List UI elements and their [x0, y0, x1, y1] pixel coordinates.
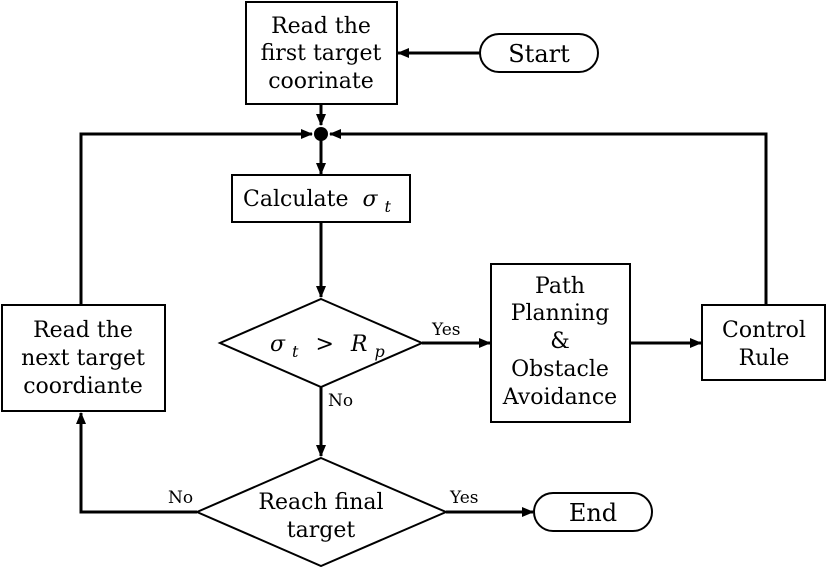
- control-line-2: Rule: [739, 346, 790, 371]
- read-first-line-1: Read the: [271, 14, 371, 39]
- edge-control-to-junction: [329, 129, 768, 304]
- reach-no-label: No: [168, 488, 193, 508]
- read-next-line-3: coordiante: [23, 374, 143, 399]
- end-label: End: [569, 499, 617, 527]
- calculate-text: Calculate: [243, 187, 349, 212]
- calculate-sigma-sub: t: [385, 197, 392, 216]
- sigma-decision-label: σ t > R p: [270, 332, 385, 363]
- sigma-no-label: No: [328, 391, 353, 411]
- reach-yes-label: Yes: [449, 488, 479, 508]
- decision-r-sub: p: [374, 342, 384, 361]
- decision-r: R: [350, 332, 368, 357]
- control-rule-node: [701, 304, 826, 381]
- decision-sigma-sub: t: [292, 342, 299, 361]
- path-planning-node: [490, 263, 631, 423]
- read-first-line-3: coorinate: [268, 69, 374, 94]
- read-next-line-1: Read the: [33, 318, 133, 343]
- start-label: Start: [508, 40, 570, 68]
- path-line-5: Avoidance: [502, 385, 617, 410]
- reach-line-1: Reach final: [258, 490, 383, 515]
- edge-read-next-to-junction: [79, 129, 313, 304]
- control-line-1: Control: [722, 318, 806, 343]
- read-next-node: [1, 304, 166, 412]
- start-node: [479, 33, 599, 73]
- read-first-line-2: first target: [261, 41, 382, 66]
- decision-op: >: [315, 332, 333, 357]
- decision-sigma: σ: [270, 332, 286, 357]
- edge-reach-no: [76, 412, 197, 514]
- read-next-line-2: next target: [21, 346, 145, 371]
- read-first-node: [245, 1, 398, 105]
- calculate-node: [231, 174, 411, 223]
- end-node: [533, 492, 653, 532]
- sigma-yes-label: Yes: [431, 320, 461, 340]
- calculate-label: Calculate σ t: [243, 187, 392, 216]
- reach-line-2: target: [287, 518, 356, 543]
- sigma-decision-node: [217, 297, 425, 389]
- junction-dot: [314, 127, 328, 141]
- path-line-1: Path: [535, 274, 585, 299]
- reach-final-node: [194, 456, 449, 567]
- path-line-2: Planning: [511, 301, 610, 326]
- path-line-3: &: [550, 329, 570, 354]
- calculate-sigma: σ: [363, 187, 379, 212]
- path-line-4: Obstacle: [511, 357, 609, 382]
